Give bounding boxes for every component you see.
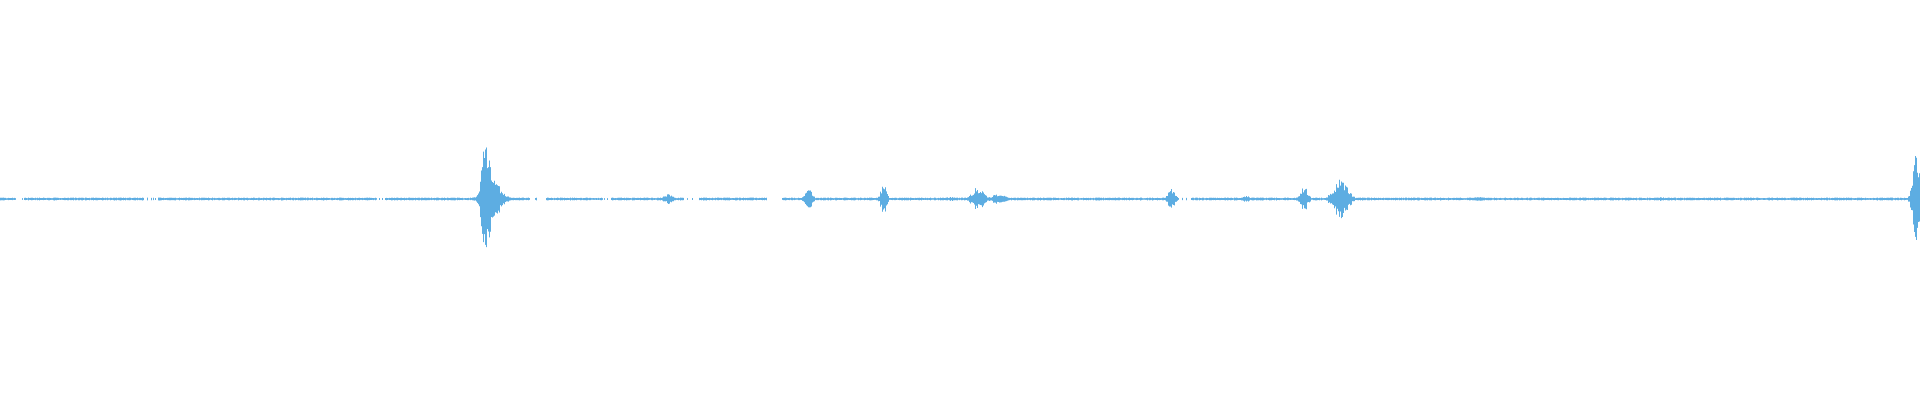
waveform-path — [0, 147, 1920, 248]
waveform-bars — [0, 147, 1920, 248]
